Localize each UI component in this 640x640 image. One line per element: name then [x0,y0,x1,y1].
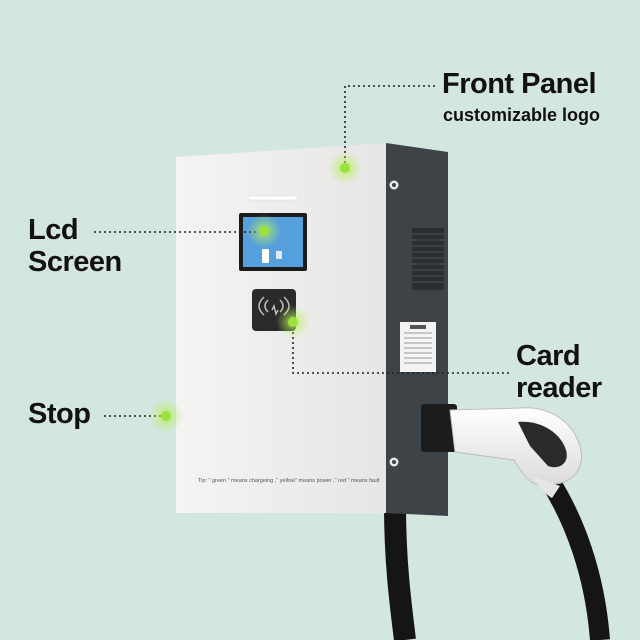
side-label-sticker [400,322,436,372]
front-panel-subtitle: customizable logo [443,105,601,125]
card-reader-title-line2: reader [516,372,602,404]
charging-cable-upper [384,504,416,640]
lcd-title-line1: Lcd [28,214,79,246]
glow-markers [149,151,362,433]
card-reader-title-line1: Card [516,340,581,372]
front-panel-leader [344,85,438,168]
indicator-light-strip [247,195,299,201]
lcd-title-line2: Screen [28,246,122,278]
front-panel-title: Front Panel [442,68,597,100]
side-vent-grille [412,228,444,290]
charging-cable-lower [539,472,610,640]
charging-connector [421,404,582,498]
panel-tip-text: Tip: " green " means chargeing ," yellow… [198,478,380,484]
stop-title: Stop [28,398,91,430]
